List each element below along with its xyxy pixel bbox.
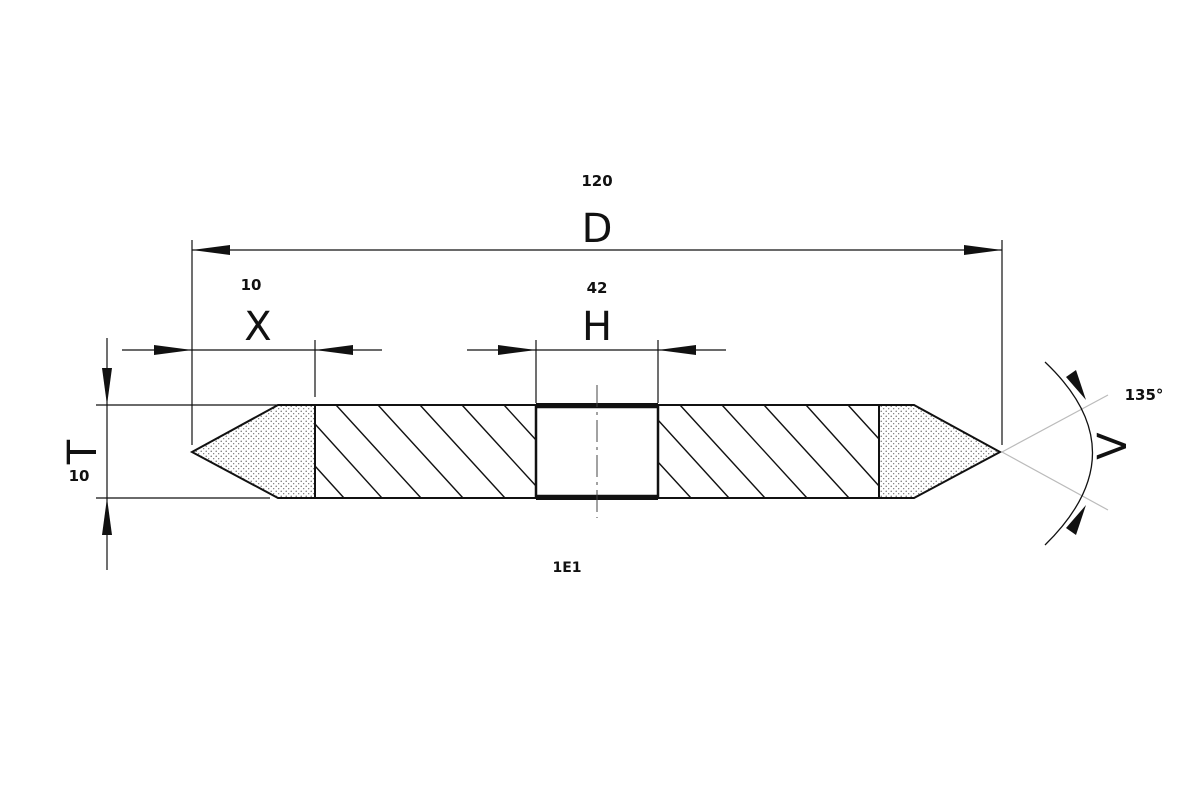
right-body-outline [657,404,880,499]
diameter-value: 120 [581,172,612,190]
symbol-h: H [582,304,612,350]
left-body-hatch [314,404,537,499]
symbol-d: D [582,206,613,252]
left-abrasive-tip [189,404,316,499]
angle-value: 135° [1125,386,1164,404]
abrasive-depth-value: 10 [241,276,262,294]
wheel-section [189,385,1003,518]
right-abrasive-tip [878,404,1003,499]
dimension-d [191,240,1003,445]
symbol-t: T [60,439,106,465]
dimension-x [122,340,382,397]
hole-value: 42 [587,279,608,297]
angle-dimension [1001,361,1109,546]
thickness-value: 10 [69,467,90,485]
symbol-v: V [1090,432,1136,460]
dimension-h [467,340,726,403]
right-body-hatch [657,404,880,499]
profile-code: 1E1 [552,560,581,576]
symbol-x: X [244,304,271,350]
dimension-t [96,338,278,570]
